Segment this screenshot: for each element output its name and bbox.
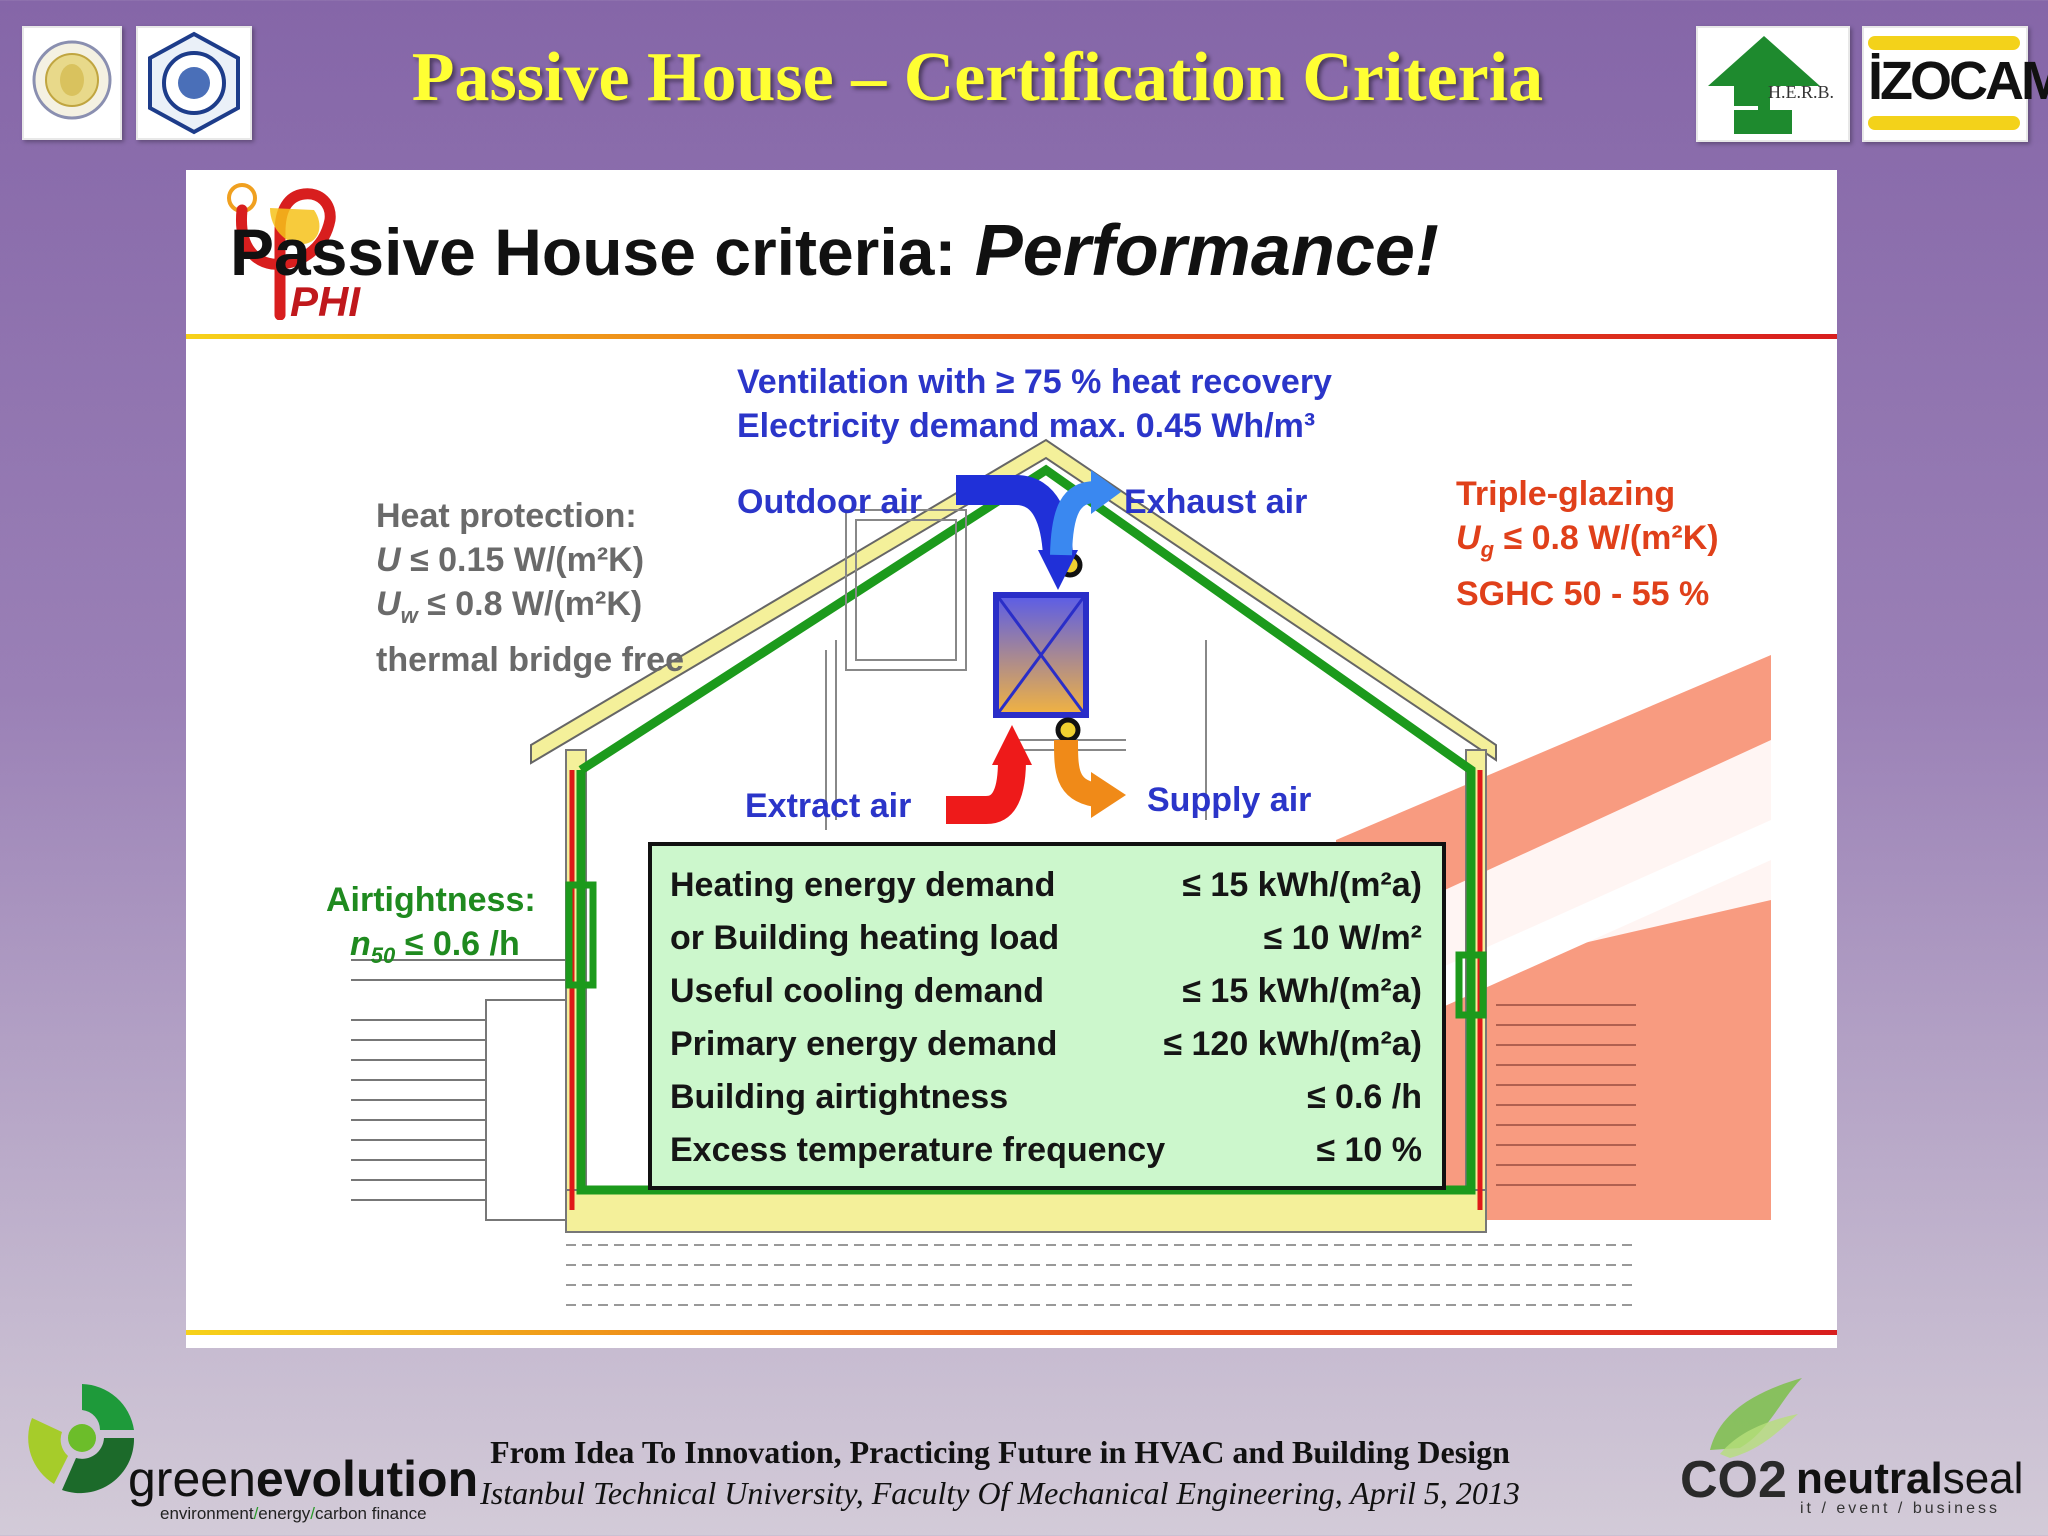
izocam-logo-text: İZOCAM <box>1868 51 2048 111</box>
seal-emblem-icon <box>148 31 240 135</box>
criteria-row: Excess temperature frequency ≤ 10 % <box>670 1131 1422 1184</box>
n-subscript: 50 <box>370 942 396 968</box>
heat-protection-uw: Uw ≤ 0.8 W/(m²K) <box>376 582 684 638</box>
airtightness-n50: n50 ≤ 0.6 /h <box>326 922 536 978</box>
greenevolution-tag-carbon: carbon finance <box>315 1504 427 1523</box>
criteria-value: ≤ 120 kWh/(m²a) <box>1163 1025 1422 1063</box>
airtight-detail-left <box>565 881 597 989</box>
triple-glazing-ug: Ug ≤ 0.8 W/(m²K) <box>1456 516 1719 572</box>
neutralseal-tagline: it / event / business <box>1800 1500 2000 1517</box>
uw-value: ≤ 0.8 W/(m²K) <box>417 585 643 623</box>
leaf-swirl-icon <box>1710 1378 1802 1458</box>
thermal-bridge-free: thermal bridge free <box>376 640 684 679</box>
criteria-row: Building airtightness ≤ 0.6 /h <box>670 1078 1422 1131</box>
university-seal-left <box>22 26 122 140</box>
criteria-value: ≤ 10 % <box>1316 1131 1422 1169</box>
criteria-table: Heating energy demand ≤ 15 kWh/(m²a) or B… <box>648 842 1446 1190</box>
greenevolution-tagline: environment/energy/carbon finance <box>160 1504 427 1523</box>
phi-logo-text: PHI <box>290 278 361 325</box>
triple-glazing-sghc: SGHC 50 - 55 % <box>1456 574 1710 613</box>
criteria-label: Useful cooling demand <box>670 972 1045 1010</box>
panel-title-emphasis: Performance! <box>974 211 1439 291</box>
airtightness-heading: Airtightness: <box>326 881 536 919</box>
extract-air-label: Extract air <box>745 787 912 825</box>
criteria-label: Primary energy demand <box>670 1025 1058 1063</box>
extract-air-arrow <box>946 759 1026 824</box>
airtight-envelope <box>576 464 1476 1195</box>
criteria-row: Primary energy demand ≤ 120 kWh/(m²a) <box>670 1025 1422 1078</box>
uw-symbol: U <box>376 585 401 623</box>
university-seal-right <box>136 26 252 140</box>
footer-event-details: Istanbul Technical University, Faculty O… <box>480 1475 1520 1511</box>
outdoor-air-label: Outdoor air <box>737 483 923 521</box>
roof-insulation <box>530 438 1497 765</box>
greenevolution-green: green <box>128 1451 256 1507</box>
exhaust-air-arrow <box>1050 481 1097 556</box>
ug-symbol: U <box>1456 519 1481 557</box>
criteria-row: Useful cooling demand ≤ 15 kWh/(m²a) <box>670 972 1422 1025</box>
criteria-row: Heating energy demand ≤ 15 kWh/(m²a) <box>670 866 1422 919</box>
panel-title-main: Passive House criteria: <box>230 215 975 289</box>
izocam-wave-top <box>1868 36 2020 50</box>
airtight-detail-right <box>1455 951 1487 1019</box>
seal-emblem-icon <box>32 40 112 120</box>
house-logo-icon <box>1708 36 1820 134</box>
title-underline <box>186 334 1837 339</box>
greenevolution-tag-environment: environment <box>160 1504 254 1523</box>
izocam-logo: İZOCAM <box>1862 26 2048 142</box>
criteria-value: ≤ 10 W/m² <box>1263 919 1422 957</box>
bottom-rule <box>186 1330 1837 1335</box>
greenevolution-evolution: evolution <box>255 1451 479 1507</box>
uw-subscript: w <box>400 602 418 628</box>
u-symbol: U <box>376 541 401 579</box>
duct-valve-bottom <box>1055 717 1081 743</box>
herb-logo-text: H.E.R.B. <box>1768 82 1835 102</box>
criteria-label: or Building heating load <box>670 919 1060 957</box>
n-symbol: n <box>350 925 371 963</box>
heat-protection-block: Heat protection: U ≤ 0.15 W/(m²K) Uw ≤ 0… <box>376 494 684 682</box>
greenevolution-logo-text: greenevolution <box>128 1450 478 1508</box>
neutralseal-seal: seal <box>1942 1454 2024 1503</box>
floor-insulation <box>565 1189 1487 1233</box>
phi-logo-icon <box>227 183 336 320</box>
neutralseal-neutral: neutral <box>1796 1454 1943 1503</box>
triple-glazing-block: Triple-glazing Ug ≤ 0.8 W/(m²K) SGHC 50 … <box>1456 472 1719 616</box>
supply-air-label: Supply air <box>1147 781 1312 819</box>
criteria-row: or Building heating load ≤ 10 W/m² <box>670 919 1422 972</box>
exhaust-air-label: Exhaust air <box>1124 483 1308 521</box>
n-value: ≤ 0.6 /h <box>395 925 520 963</box>
izocam-wave-bottom <box>1868 116 2020 130</box>
ventilation-electricity: Electricity demand max. 0.45 Wh/m³ <box>737 407 1316 445</box>
u-value: ≤ 0.15 W/(m²K) <box>400 541 645 579</box>
footer-event-title: From Idea To Innovation, Practicing Futu… <box>490 1434 1510 1470</box>
heat-protection-heading: Heat protection: <box>376 497 637 535</box>
neutralseal-logo-text: neutralseal <box>1796 1454 2023 1504</box>
co2-logo-text: CO2 <box>1680 1451 1787 1509</box>
ventilation-heat-recovery: Ventilation with ≥ 75 % heat recovery <box>737 363 1332 401</box>
criteria-label: Building airtightness <box>670 1078 1009 1116</box>
sunlight-gap-2 <box>1436 820 1771 1010</box>
criteria-value: ≤ 0.6 /h <box>1306 1078 1422 1116</box>
adjacent-building-right <box>1496 1004 1636 1186</box>
herb-logo: H.E.R.B. <box>1696 26 1850 142</box>
panel-title: Passive House criteria: Performance! <box>230 210 1439 292</box>
ug-subscript: g <box>1480 536 1495 562</box>
ug-value: ≤ 0.8 W/(m²K) <box>1494 519 1719 557</box>
criteria-value: ≤ 15 kWh/(m²a) <box>1182 866 1422 904</box>
slide-title: Passive House – Certification Criteria <box>411 39 1544 116</box>
airtightness-block: Airtightness: n50 ≤ 0.6 /h <box>326 878 536 978</box>
supply-air-arrow <box>1054 739 1099 807</box>
criteria-label: Heating energy demand <box>670 866 1056 904</box>
triple-glazing-heading: Triple-glazing <box>1456 475 1676 513</box>
criteria-value: ≤ 15 kWh/(m²a) <box>1182 972 1422 1010</box>
adjacent-building-left <box>351 959 567 1221</box>
foundation-lines <box>566 1244 1636 1306</box>
greenevolution-swirl-icon <box>28 1384 135 1494</box>
criteria-label: Excess temperature frequency <box>670 1131 1166 1169</box>
greenevolution-tag-energy: energy <box>258 1504 311 1523</box>
heat-protection-u: U ≤ 0.15 W/(m²K) <box>376 538 684 582</box>
